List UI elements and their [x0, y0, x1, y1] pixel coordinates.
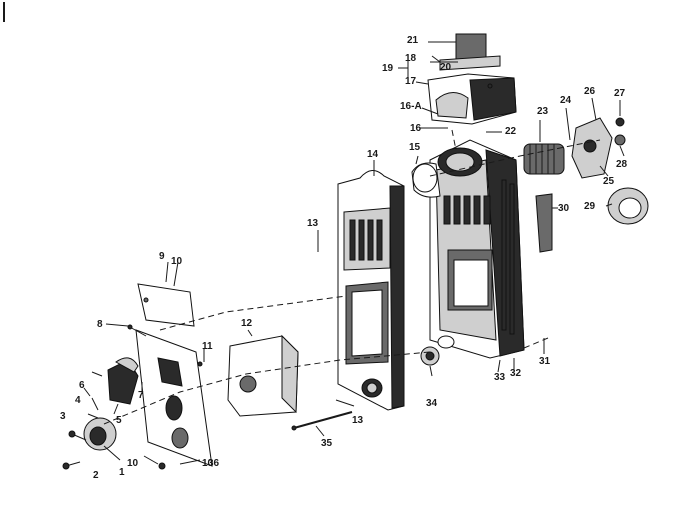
burner-box-part [227, 334, 299, 417]
callout-10-bottom: 10 [202, 458, 214, 469]
callout-22: 22 [505, 126, 517, 137]
plug-34-part [420, 346, 440, 366]
nut-10-part [158, 462, 166, 470]
flue-cap-part [427, 73, 517, 125]
callout-10-top: 10 [171, 256, 183, 267]
callout-31: 31 [539, 356, 551, 367]
callout-26: 26 [584, 86, 596, 97]
rod-35-part [293, 411, 353, 429]
nozzle-ring-part [83, 417, 117, 451]
callout-33: 33 [494, 372, 506, 383]
assembly-line-4 [451, 129, 457, 151]
callout-3: 3 [60, 411, 66, 422]
callout-17: 17 [405, 76, 417, 87]
callout-6: 6 [79, 380, 85, 391]
spring-part [523, 143, 565, 175]
fitting-11-part [197, 361, 203, 367]
callout-30: 30 [558, 203, 570, 214]
callout-7: 7 [138, 390, 144, 401]
mount-plate-part [571, 117, 626, 179]
callout-2: 2 [93, 470, 99, 481]
front-section-part [337, 170, 405, 411]
callout-4: 4 [75, 395, 81, 406]
callout-29: 29 [584, 201, 596, 212]
callout-11: 11 [202, 341, 213, 352]
callout-16: 16 [410, 123, 422, 134]
callout-12: 12 [241, 318, 253, 329]
callout-14: 14 [367, 149, 379, 160]
callout-32: 32 [510, 368, 522, 379]
screw-4-part [87, 413, 99, 419]
callout-21: 21 [407, 35, 419, 46]
callout-1: 1 [119, 467, 125, 478]
heat-exchanger-part [411, 139, 525, 359]
callout-10-mid: 10 [127, 458, 139, 469]
callout-13-lower: 13 [352, 415, 364, 426]
callout-34: 34 [426, 398, 438, 409]
flue-collar-part [439, 33, 501, 71]
callout-20: 20 [440, 62, 452, 73]
assembly-line [103, 351, 431, 425]
callout-25: 25 [603, 176, 615, 187]
callout-5: 5 [116, 415, 122, 426]
assembly-line-3 [429, 139, 601, 177]
screw-6-part [91, 371, 103, 377]
callout-35: 35 [321, 438, 333, 449]
assembly-line-2 [159, 295, 347, 331]
access-panel-part [135, 329, 213, 467]
burner-door-part [107, 357, 139, 405]
callout-36-bottom: 36 [208, 458, 220, 469]
callout-23: 23 [537, 106, 549, 117]
baffle-30-part [535, 193, 553, 253]
callout-9: 9 [159, 251, 165, 262]
air-ring-part [607, 187, 649, 225]
callout-27: 27 [614, 88, 626, 99]
callout-24: 24 [560, 95, 572, 106]
door-plate-part [137, 283, 195, 327]
callout-15: 15 [409, 142, 421, 153]
callout-28: 28 [616, 159, 628, 170]
callout-16a: 16-A [400, 101, 422, 112]
callout-19: 19 [382, 63, 394, 74]
callout-18: 18 [405, 53, 417, 64]
callout-8: 8 [97, 319, 103, 330]
callout-13-upper: 13 [307, 218, 319, 229]
